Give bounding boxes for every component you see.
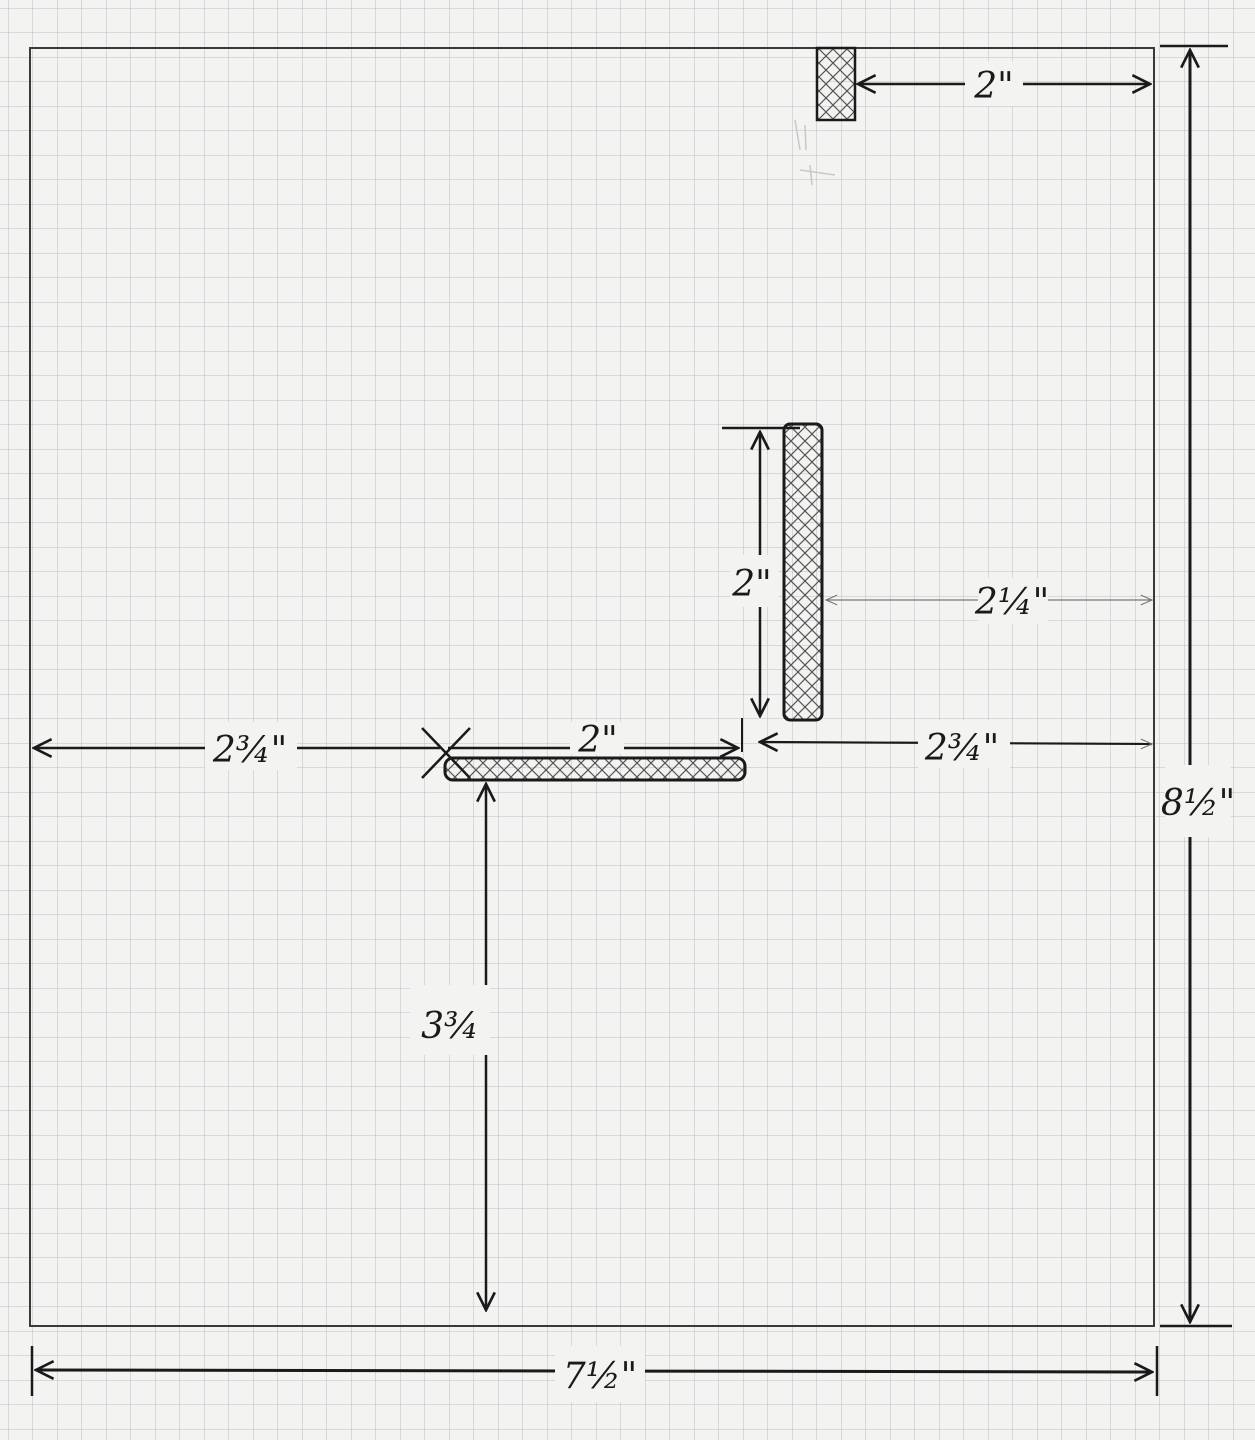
- left-offset-dimension-label: 2¾": [212, 730, 287, 771]
- overall-height-label-bg: [1165, 765, 1231, 837]
- horizontal-board: [443, 756, 747, 782]
- vertical-board-label-bg: [730, 555, 778, 607]
- overall-width-label-bg: [555, 1346, 645, 1402]
- right-offset-dimension-label: 2¾": [924, 728, 999, 769]
- horizontal-board-corner-cross: [421, 727, 471, 779]
- right-offset-label-bg: [918, 720, 1010, 768]
- overall-height-dimension-label: 8½": [1161, 783, 1235, 824]
- horizontal-board-label-bg: [570, 722, 624, 754]
- horizontal-board-dimension-label: 2": [577, 720, 617, 761]
- vertical-board-dimension-label: 2": [731, 564, 771, 605]
- vertical-board-offset-label-bg: [978, 578, 1048, 624]
- top-block-label-bg: [965, 62, 1023, 106]
- vertical-board-offset-label: 2¼": [974, 582, 1049, 623]
- vertical-board: [782, 422, 824, 722]
- sheet-outline: [29, 47, 1155, 1327]
- bottom-offset-label-bg: [410, 985, 490, 1055]
- bottom-offset-dimension-label: 3¾: [421, 1006, 479, 1047]
- left-offset-label-bg: [205, 722, 297, 770]
- faint-pencil-marks: [794, 119, 836, 186]
- top-block-dimension-label: 2": [973, 66, 1013, 107]
- top-block: [815, 46, 857, 122]
- overall-width-dimension-label: 7½": [563, 1356, 637, 1397]
